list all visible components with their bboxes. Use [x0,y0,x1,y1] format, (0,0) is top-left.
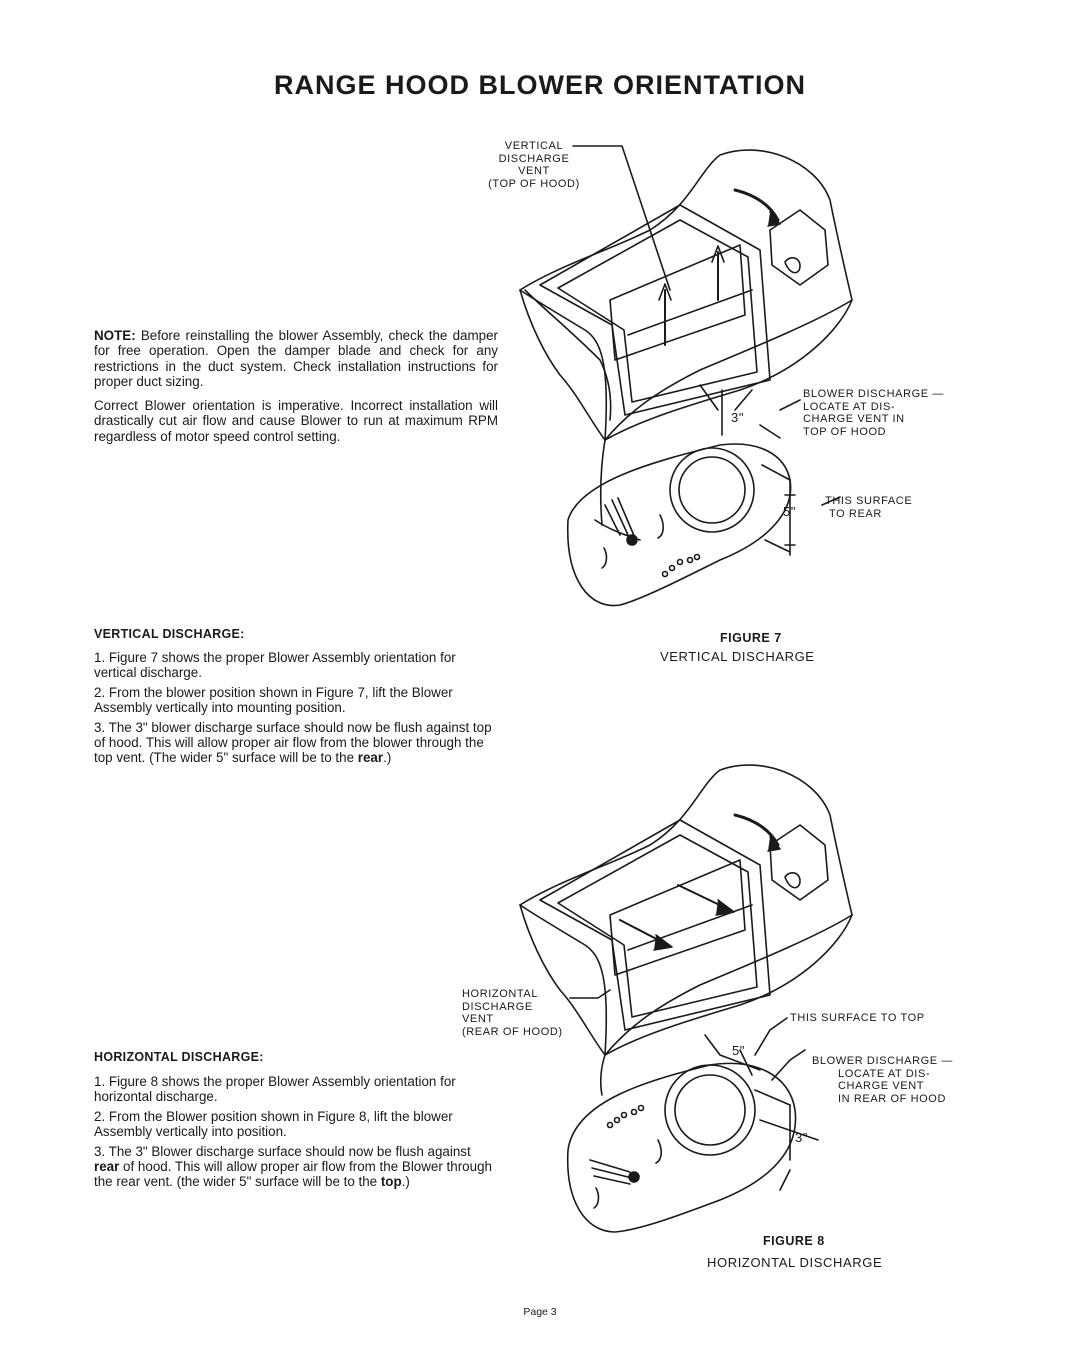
fig8-vent-line2: DISCHARGE [462,1000,533,1013]
fig7-vent-line3: VENT [518,165,550,177]
fig8-blower-label: BLOWER DISCHARGE — LOCATE AT DIS- CHARGE… [812,1055,953,1105]
fig8-vent-label: HORIZONTAL DISCHARGE VENT (REAR OF HOOD) [462,988,563,1038]
orientation-paragraph: Correct Blower orientation is imperative… [94,398,498,444]
fig8-blower-line3: CHARGE VENT [838,1080,925,1092]
horizontal-step-2: 2. From the Blower position shown in Fig… [94,1108,453,1140]
fig8-vent-line3: VENT [462,1013,494,1025]
fig7-dimension-5: 5" [783,504,797,519]
fig7-dimension-3: 3" [731,410,745,425]
horizontal-steps: 1. Figure 8 shows the proper Blower Asse… [94,1074,498,1194]
note-paragraph: NOTE: Before reinstalling the blower Ass… [94,328,498,390]
fig8-surface-label: THIS SURFACE TO TOP [790,1012,925,1024]
fig7-vent-line4: (TOP OF HOOD) [488,177,580,190]
fig7-vent-label: VERTICAL DISCHARGE VENT (TOP OF HOOD) [481,140,587,190]
horizontal-discharge-heading: HORIZONTAL DISCHARGE: [94,1050,264,1064]
horizontal-step-3-text: 3. The 3" Blower discharge surface shoul… [94,1143,471,1159]
fig7-surface-line1: THIS SURFACE [825,495,913,507]
fig8-blower-line2: LOCATE AT DIS- [838,1067,931,1080]
fig8-blower-line4: IN REAR OF HOOD [838,1092,947,1105]
fig7-vent-line1: VERTICAL [504,140,564,152]
fig8-dimension-3: 3" [795,1130,809,1145]
horizontal-step-3-bold: rear [94,1159,120,1175]
fig7-blower-line4: TOP OF HOOD [803,425,887,438]
vertical-steps: 1. Figure 7 shows the proper Blower Asse… [94,650,498,770]
horizontal-step-3-mid: of hood. This will allow proper air flow… [94,1159,492,1190]
fig7-blower-line2: LOCATE AT DIS- [803,400,896,413]
horizontal-step-1: 1. Figure 8 shows the proper Blower Asse… [94,1074,456,1105]
horizontal-step-3: 3. The 3" Blower discharge surface shoul… [94,1144,498,1190]
page-number: Page 3 [523,1306,557,1318]
vertical-step-3-bold: rear [357,750,384,766]
horizontal-step-3-end: .) [401,1174,410,1190]
vertical-step-3-text: 3. The 3" blower discharge surface shoul… [94,719,492,766]
vertical-discharge-heading: VERTICAL DISCHARGE: [94,627,245,641]
fig7-vent-line2: DISCHARGE [498,152,570,165]
vertical-step-3-end: .) [383,750,392,766]
vertical-step-2: 2. From the blower position shown in Fig… [94,684,453,716]
fig7-blower-label: BLOWER DISCHARGE — LOCATE AT DIS- CHARGE… [803,388,944,438]
fig7-surface-line2: TO REAR [829,507,882,520]
page-title: RANGE HOOD BLOWER ORIENTATION [274,70,806,100]
fig8-blower-line1: BLOWER DISCHARGE — [812,1055,953,1067]
figure-7-title: FIGURE 7 [720,631,782,645]
fig8-dimension-5: 5" [732,1043,746,1058]
vertical-step-1: 1. Figure 7 shows the proper Blower Asse… [94,650,456,681]
figure-8-title: FIGURE 8 [763,1234,825,1248]
fig8-vent-line4: (REAR OF HOOD) [462,1025,563,1038]
fig7-blower-line3: CHARGE VENT IN [803,413,905,425]
note-text: Before reinstalling the blower Assembly,… [94,328,498,390]
figure-8-caption: HORIZONTAL DISCHARGE [707,1255,883,1270]
horizontal-step-3-bold2: top [380,1174,402,1190]
vertical-step-3: 3. The 3" blower discharge surface shoul… [94,720,498,766]
fig8-vent-line1: HORIZONTAL [462,988,539,1000]
note-label: NOTE: [94,328,136,343]
figure-7-caption: VERTICAL DISCHARGE [660,649,815,664]
fig7-blower-line1: BLOWER DISCHARGE — [803,388,944,400]
fig7-surface-label: THIS SURFACE TO REAR [825,495,912,520]
